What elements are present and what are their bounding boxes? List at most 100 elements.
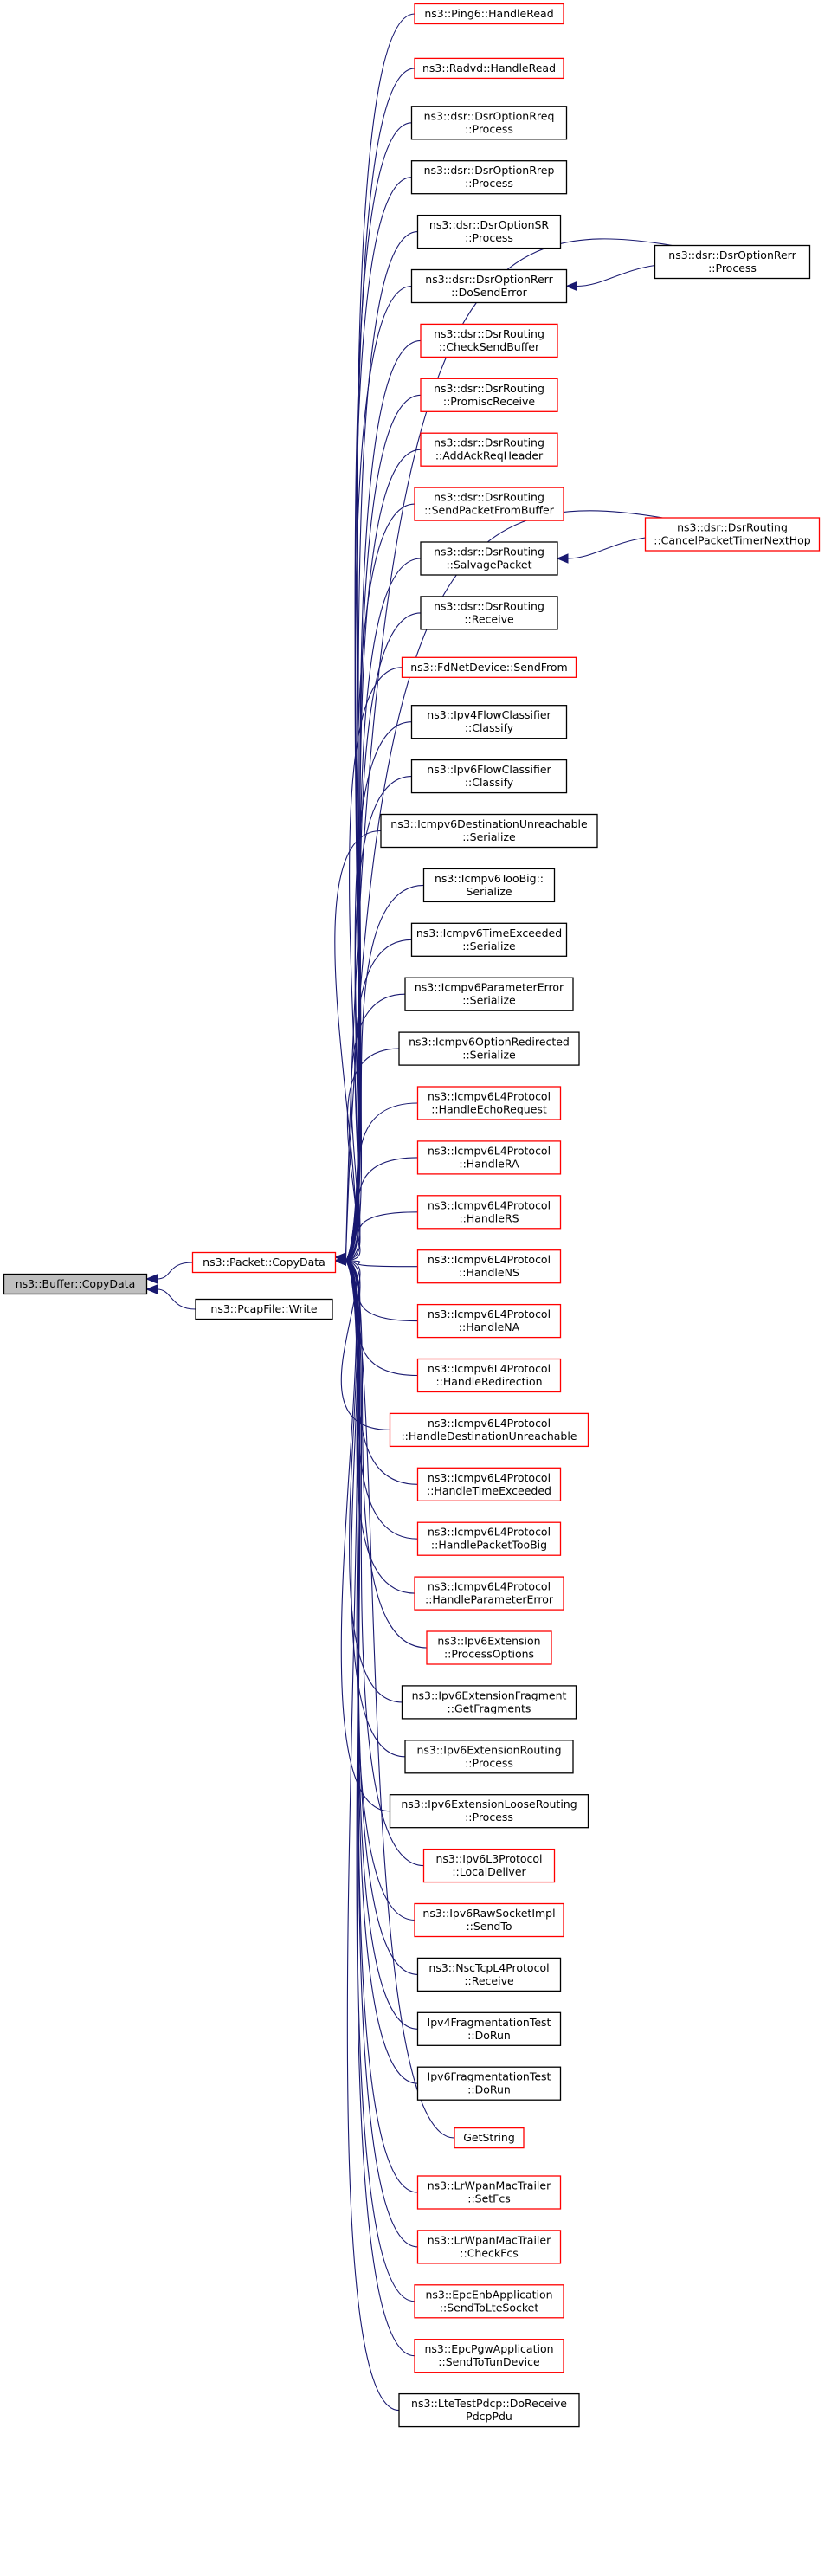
node-ns3-ipv6extensionfragment-getfragments[interactable]: ns3::Ipv6ExtensionFragment::GetFragments: [401, 1685, 577, 1720]
node-ns3-dsr-dsroptionrerr-dosenderror-label: ::DoSendError: [451, 286, 528, 299]
node-ns3-lrwpanmactrailer-checkfcs[interactable]: ns3::LrWpanMacTrailer::CheckFcs: [416, 2230, 562, 2264]
node-ns3-dsr-dsroptionsr-process[interactable]: ns3::dsr::DsrOptionSR::Process: [416, 214, 562, 249]
node-ipv4fragmentationtest-dorun[interactable]: Ipv4FragmentationTest::DoRun: [416, 2011, 562, 2046]
node-ns3-icmpv6l4protocol-handledestinationunreachable[interactable]: ns3::Icmpv6L4Protocol::HandleDestination…: [389, 1412, 589, 1448]
node-ns3-fdnetdevice-sendfrom-box: [401, 656, 577, 678]
node-ns3-icmpv6l4protocol-handlera-label: ns3::Icmpv6L4Protocol: [428, 1144, 551, 1157]
node-ns3-dsr-dsrrouting-sendpacketfrombuffer[interactable]: ns3::dsr::DsrRouting::SendPacketFromBuff…: [414, 487, 564, 521]
node-ns3-pcapfile-write-label: ns3::PcapFile::Write: [210, 1302, 317, 1315]
edge-node-ns3-ipv6extensionfragment-getfragments-to-packet-copydata: [334, 1256, 403, 1703]
node-ns3-ipv4flowclassifier-classify-label: ns3::Ipv4FlowClassifier: [427, 708, 551, 721]
node-getstring-box: [454, 2127, 525, 2149]
edge-packet-copydata-to-buffer-copydata-arrowhead: [145, 1274, 158, 1284]
node-ns3-icmpv6l4protocol-handleechorequest[interactable]: ns3::Icmpv6L4Protocol::HandleEchoRequest: [416, 1086, 562, 1120]
node-far-ns3-dsr-dsroptionrerr-process[interactable]: ns3::dsr::DsrOptionRerr::Process: [654, 244, 811, 280]
node-ns3-dsr-dsroptionrerr-dosenderror[interactable]: ns3::dsr::DsrOptionRerr::DoSendError: [410, 268, 568, 304]
node-ns3-ipv6l3protocol-localdeliver-box: [422, 1848, 556, 1883]
node-ns3-ipv6extensionlooserouting-process[interactable]: ns3::Ipv6ExtensionLooseRouting::Process: [389, 1794, 589, 1829]
node-ns3-dsr-dsrrouting-checksendbuffer-label: ::CheckSendBuffer: [439, 340, 540, 353]
node-getstring[interactable]: GetString: [454, 2127, 525, 2149]
node-ns3-ipv6flowclassifier-classify[interactable]: ns3::Ipv6FlowClassifier::Classify: [410, 759, 568, 794]
call-graph-nodes: ns3::Buffer::CopyData ns3::Packet::CopyDa…: [3, 3, 821, 2428]
node-ns3-ping6-handleread[interactable]: ns3::Ping6::HandleRead: [414, 3, 564, 25]
node-ns3-icmpv6toobig-serialize[interactable]: ns3::Icmpv6TooBig::Serialize: [422, 868, 556, 903]
node-ns3-dsr-dsrrouting-receive-label: ns3::dsr::DsrRouting: [434, 599, 544, 612]
node-ns3-icmpv6l4protocol-handlepackettoobig[interactable]: ns3::Icmpv6L4Protocol::HandlePacketTooBi…: [416, 1521, 562, 1556]
node-ns3-icmpv6l4protocol-handlers[interactable]: ns3::Icmpv6L4Protocol::HandleRS: [416, 1195, 562, 1230]
node-ns3-ipv4flowclassifier-classify-label: ::Classify: [465, 721, 514, 734]
node-ns3-dsr-dsrrouting-addackreqheader[interactable]: ns3::dsr::DsrRouting::AddAckReqHeader: [420, 432, 558, 467]
node-ns3-epcenbapplication-sendtoltesocket[interactable]: ns3::EpcEnbApplication::SendToLteSocket: [414, 2284, 564, 2319]
node-ns3-icmpv6l4protocol-handlera[interactable]: ns3::Icmpv6L4Protocol::HandleRA: [416, 1140, 562, 1175]
node-ns3-dsr-dsrrouting-receive[interactable]: ns3::dsr::DsrRouting::Receive: [420, 596, 558, 630]
node-ns3-ipv6l3protocol-localdeliver[interactable]: ns3::Ipv6L3Protocol::LocalDeliver: [422, 1848, 556, 1883]
node-ns3-dsr-dsroptionrrep-process-box: [410, 160, 568, 195]
node-ns3-ipv6extensionrouting-process[interactable]: ns3::Ipv6ExtensionRouting::Process: [404, 1740, 574, 1774]
node-ns3-ipv6extensionfragment-getfragments-label: ns3::Ipv6ExtensionFragment: [412, 1688, 567, 1701]
node-ns3-epcenbapplication-sendtoltesocket-label: ::SendToLteSocket: [440, 2301, 539, 2314]
edge-node-far-ns3-dsr-dsrrouting-cancelpackettimernexthop-to-target: [556, 537, 646, 564]
node-ns3-icmpv6parametererror-serialize[interactable]: ns3::Icmpv6ParameterError::Serialize: [404, 977, 574, 1011]
root-node-buffer-copydata[interactable]: ns3::Buffer::CopyData: [3, 1273, 148, 1295]
node-far-ns3-dsr-dsrrouting-cancelpackettimernexthop[interactable]: ns3::dsr::DsrRouting::CancelPacketTimerN…: [644, 517, 821, 552]
node-ns3-dsr-dsroptionrerr-dosenderror-label: ns3::dsr::DsrOptionRerr: [425, 273, 553, 286]
edge-node-ns3-ipv6extension-processoptions-to-packet-copydata: [334, 1256, 428, 1649]
node-ns3-dsr-dsrrouting-addackreqheader-label: ns3::dsr::DsrRouting: [434, 436, 544, 449]
node-ns3-dsr-dsrrouting-salvagepacket-box: [420, 541, 558, 576]
node-ns3-epcpgwapplication-sendtotundevice-box: [414, 2339, 564, 2373]
node-ns3-icmpv6timeexceeded-serialize[interactable]: ns3::Icmpv6TimeExceeded::Serialize: [410, 922, 568, 957]
node-ns3-radvd-handleread[interactable]: ns3::Radvd::HandleRead: [414, 57, 564, 80]
node-ns3-pcapfile-write[interactable]: ns3::PcapFile::Write: [195, 1298, 333, 1320]
node-ns3-icmpv6l4protocol-handlepackettoobig-label: ns3::Icmpv6L4Protocol: [428, 1526, 551, 1539]
node-ns3-icmpv6l4protocol-handlens[interactable]: ns3::Icmpv6L4Protocol::HandleNS: [416, 1249, 562, 1284]
node-ns3-dsr-dsrrouting-sendpacketfrombuffer-label: ns3::dsr::DsrRouting: [434, 491, 544, 504]
node-ns3-icmpv6l4protocol-handlers-box: [416, 1195, 562, 1230]
node-ns3-ipv6rawsocketimpl-sendto[interactable]: ns3::Ipv6RawSocketImpl::SendTo: [414, 1902, 564, 1938]
node-ns3-dsr-dsrrouting-checksendbuffer[interactable]: ns3::dsr::DsrRouting::CheckSendBuffer: [420, 323, 558, 358]
node-ns3-ping6-handleread-box: [414, 3, 564, 25]
node-ns3-ipv6extensionrouting-process-label: ::Process: [465, 1756, 513, 1769]
node-ns3-nsctcpl4protocol-receive[interactable]: ns3::NscTcpL4Protocol::Receive: [416, 1957, 562, 1992]
edge-node-ns3-dsr-dsroptionrerr-dosenderror-to-packet-copydata: [334, 285, 412, 1266]
node-ns3-epcenbapplication-sendtoltesocket-box: [414, 2284, 564, 2319]
node-ns3-epcenbapplication-sendtoltesocket-label: ns3::EpcEnbApplication: [425, 2288, 552, 2301]
node-ns3-dsr-dsroptionrreq-process[interactable]: ns3::dsr::DsrOptionRreq::Process: [410, 106, 568, 140]
node-ns3-ipv4flowclassifier-classify[interactable]: ns3::Ipv4FlowClassifier::Classify: [410, 705, 568, 739]
node-ns3-ipv6flowclassifier-classify-label: ::Classify: [465, 776, 514, 789]
node-ns3-icmpv6destinationunreachable-serialize[interactable]: ns3::Icmpv6DestinationUnreachable::Seria…: [380, 813, 598, 849]
node-ns3-dsr-dsrrouting-promiscreceive-box: [420, 378, 558, 412]
edge-node-ns3-ltetestpdcp-doreceivepdcppdu-to-packet-copydata-line: [345, 1260, 400, 2411]
node-ns3-dsr-dsroptionrrep-process[interactable]: ns3::dsr::DsrOptionRrep::Process: [410, 160, 568, 195]
node-ns3-ipv6extension-processoptions[interactable]: ns3::Ipv6Extension::ProcessOptions: [426, 1630, 552, 1665]
node-ns3-packet-copydata[interactable]: ns3::Packet::CopyData: [191, 1251, 337, 1274]
edge-packet-copydata-to-buffer-copydata: [145, 1262, 193, 1284]
node-ns3-icmpv6l4protocol-handledestinationunreachable-box: [389, 1412, 589, 1448]
node-ns3-epcpgwapplication-sendtotundevice[interactable]: ns3::EpcPgwApplication::SendToTunDevice: [414, 2339, 564, 2373]
node-ns3-icmpv6l4protocol-handleparametererror-box: [414, 1576, 564, 1611]
node-ns3-icmpv6l4protocol-handleechorequest-label: ns3::Icmpv6L4Protocol: [428, 1090, 551, 1103]
node-ns3-dsr-dsroptionrreq-process-label: ::Process: [465, 122, 513, 135]
node-ipv6fragmentationtest-dorun[interactable]: Ipv6FragmentationTest::DoRun: [416, 2066, 562, 2101]
node-ns3-dsr-dsroptionrrep-process-label: ns3::dsr::DsrOptionRrep: [424, 164, 555, 177]
node-ns3-ipv6extension-processoptions-box: [426, 1630, 552, 1665]
node-far-ns3-dsr-dsroptionrerr-process-label: ns3::dsr::DsrOptionRerr: [668, 249, 796, 261]
edge-pcapfile-write-to-buffer-copydata-line: [157, 1288, 196, 1310]
node-ns3-icmpv6l4protocol-handletimeexceeded[interactable]: ns3::Icmpv6L4Protocol::HandleTimeExceede…: [416, 1467, 562, 1501]
node-ns3-dsr-dsrrouting-salvagepacket[interactable]: ns3::dsr::DsrRouting::SalvagePacket: [420, 541, 558, 576]
node-ns3-fdnetdevice-sendfrom[interactable]: ns3::FdNetDevice::SendFrom: [401, 656, 577, 678]
edge-node-ns3-icmpv6l4protocol-handletimeexceeded-to-packet-copydata: [334, 1256, 418, 1485]
node-ns3-icmpv6toobig-serialize-label: ns3::Icmpv6TooBig::: [435, 872, 544, 885]
node-far-ns3-dsr-dsroptionrerr-process-box: [654, 244, 811, 280]
node-ns3-icmpv6l4protocol-handledestinationunreachable-label: ::HandleDestinationUnreachable: [401, 1430, 577, 1443]
node-ns3-icmpv6l4protocol-handlena[interactable]: ns3::Icmpv6L4Protocol::HandleNA: [416, 1303, 562, 1339]
node-ns3-icmpv6l4protocol-handleredirection[interactable]: ns3::Icmpv6L4Protocol::HandleRedirection: [416, 1358, 562, 1393]
node-ns3-lrwpanmactrailer-setfcs[interactable]: ns3::LrWpanMacTrailer::SetFcs: [416, 2175, 562, 2210]
node-ns3-dsr-dsrrouting-promiscreceive[interactable]: ns3::dsr::DsrRouting::PromiscReceive: [420, 378, 558, 412]
node-ns3-icmpv6optionredirected-serialize[interactable]: ns3::Icmpv6OptionRedirected::Serialize: [398, 1031, 580, 1066]
node-ns3-icmpv6l4protocol-handlena-label: ns3::Icmpv6L4Protocol: [428, 1307, 551, 1320]
node-ns3-icmpv6l4protocol-handleechorequest-box: [416, 1086, 562, 1120]
node-ns3-dsr-dsrrouting-addackreqheader-box: [420, 432, 558, 467]
node-ns3-icmpv6l4protocol-handleparametererror[interactable]: ns3::Icmpv6L4Protocol::HandleParameterEr…: [414, 1576, 564, 1611]
node-far-ns3-dsr-dsrrouting-cancelpackettimernexthop-box: [644, 517, 821, 552]
